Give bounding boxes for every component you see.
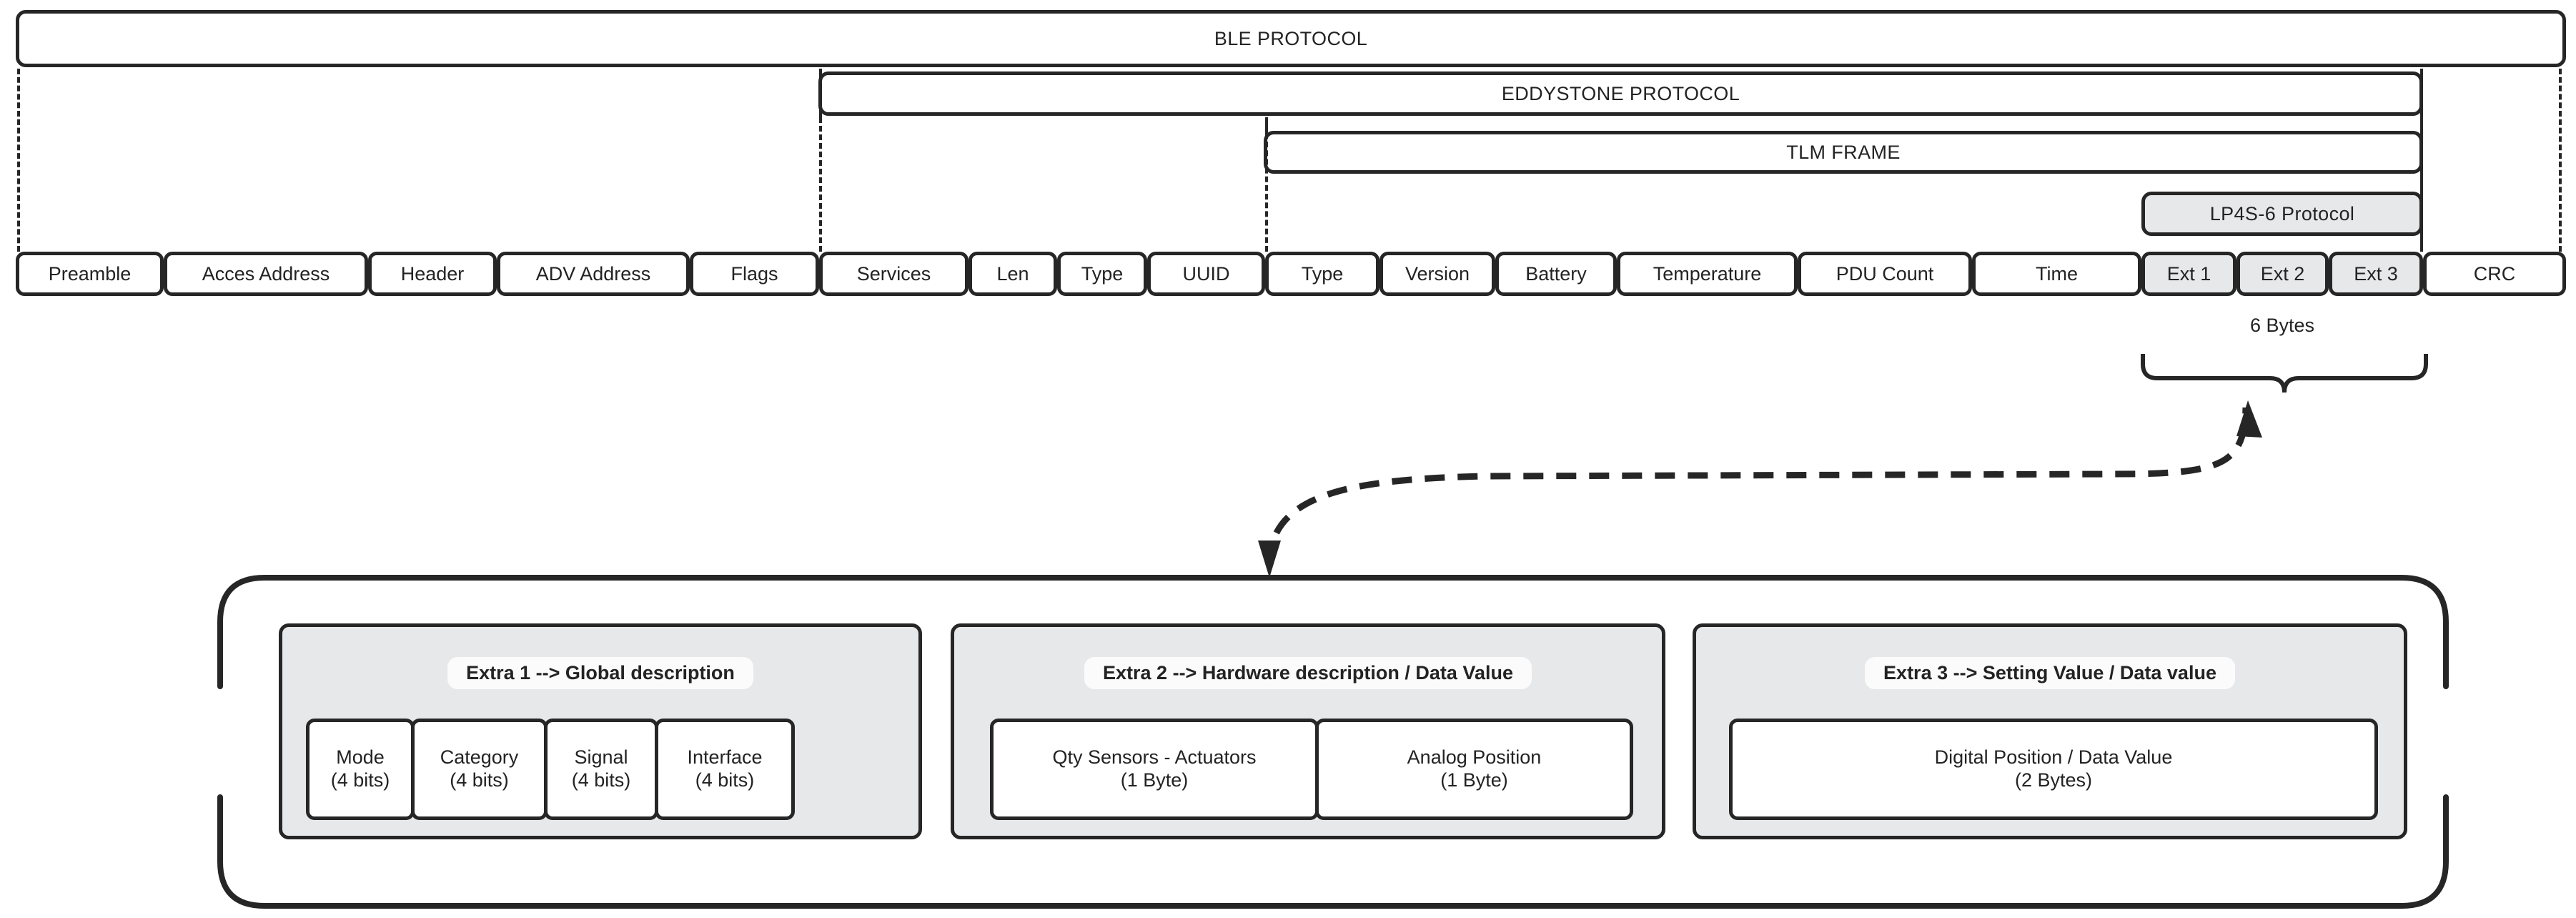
guide-services-edge bbox=[819, 117, 822, 252]
field-size: (4 bits) bbox=[695, 769, 755, 791]
field-name: Category bbox=[440, 746, 519, 769]
frame-field-ext-2: Ext 2 bbox=[2236, 252, 2329, 296]
frame-field-adv-address: ADV Address bbox=[497, 252, 690, 296]
size-annotation-label: 6 Bytes bbox=[2249, 315, 2315, 336]
frame-field-header: Header bbox=[368, 252, 497, 296]
field-name: Digital Position / Data Value bbox=[1934, 746, 2173, 769]
frame-field-ext-1: Ext 1 bbox=[2141, 252, 2236, 296]
field-name: Interface bbox=[687, 746, 763, 769]
extras-outer-bracket bbox=[217, 575, 2449, 909]
dashed-connector-arrow bbox=[1258, 400, 2262, 578]
guide-tlm-left-dashed bbox=[1265, 133, 1268, 252]
extra-2-field-analog-position: Analog Position (1 Byte) bbox=[1315, 719, 1633, 820]
protocol-bar-lp4s6: LP4S-6 Protocol bbox=[2141, 192, 2423, 236]
frame-field-version: Version bbox=[1379, 252, 1495, 296]
guide-tlm-left bbox=[1265, 117, 1268, 133]
guide-eddystone-left bbox=[819, 69, 822, 117]
extra-box-1: Extra 1 --> Global description Mode (4 b… bbox=[279, 623, 922, 839]
extra-1-title: Extra 1 --> Global description bbox=[447, 657, 753, 689]
frame-field-crc: CRC bbox=[2423, 252, 2566, 296]
field-size: (4 bits) bbox=[330, 769, 390, 791]
frame-field-pdu-count: PDU Count bbox=[1798, 252, 1972, 296]
frame-field-preamble: Preamble bbox=[16, 252, 164, 296]
frame-field-type-tlm: Type bbox=[1265, 252, 1379, 296]
frame-field-flags: Flags bbox=[690, 252, 819, 296]
protocol-bar-ble: BLE PROTOCOL bbox=[16, 10, 2566, 67]
frame-field-ext-3: Ext 3 bbox=[2329, 252, 2423, 296]
frame-field-temperature: Temperature bbox=[1617, 252, 1798, 296]
field-size: (1 Byte) bbox=[1440, 769, 1508, 791]
extra-1-field-category: Category (4 bits) bbox=[411, 719, 548, 820]
extra-2-fields: Qty Sensors - Actuators (1 Byte) Analog … bbox=[990, 719, 1633, 820]
brace-6-bytes bbox=[2141, 354, 2428, 393]
frame-field-type-eddystone: Type bbox=[1057, 252, 1147, 296]
protocol-bar-tlm-frame: TLM FRAME bbox=[1264, 131, 2423, 174]
protocol-bar-eddystone: EDDYSTONE PROTOCOL bbox=[818, 71, 2423, 116]
extra-3-field-digital-position-data-value: Digital Position / Data Value (2 Bytes) bbox=[1729, 719, 2378, 820]
extra-1-field-interface: Interface (4 bits) bbox=[655, 719, 795, 820]
field-size: (1 Byte) bbox=[1120, 769, 1189, 791]
guide-eddystone-right bbox=[2420, 69, 2423, 252]
frame-field-acces-address: Acces Address bbox=[164, 252, 368, 296]
extra-box-2: Extra 2 --> Hardware description / Data … bbox=[951, 623, 1665, 839]
frame-field-len: Len bbox=[969, 252, 1057, 296]
frame-field-time: Time bbox=[1972, 252, 2141, 296]
field-name: Qty Sensors - Actuators bbox=[1052, 746, 1257, 769]
field-name: Signal bbox=[574, 746, 628, 769]
extra-3-fields: Digital Position / Data Value (2 Bytes) bbox=[1729, 719, 2378, 820]
extra-1-fields: Mode (4 bits) Category (4 bits) Signal (… bbox=[306, 719, 902, 820]
field-size: (2 Bytes) bbox=[2014, 769, 2093, 791]
field-size: (4 bits) bbox=[450, 769, 509, 791]
extra-3-title: Extra 3 --> Setting Value / Data value bbox=[1865, 657, 2235, 689]
extra-2-title: Extra 2 --> Hardware description / Data … bbox=[1084, 657, 1532, 689]
frame-field-uuid: UUID bbox=[1147, 252, 1265, 296]
field-name: Analog Position bbox=[1407, 746, 1542, 769]
field-name: Mode bbox=[336, 746, 385, 769]
extra-1-field-mode: Mode (4 bits) bbox=[306, 719, 415, 820]
field-size: (4 bits) bbox=[571, 769, 631, 791]
guide-left-edge bbox=[17, 69, 20, 252]
extra-1-field-signal: Signal (4 bits) bbox=[544, 719, 658, 820]
extra-box-3: Extra 3 --> Setting Value / Data value D… bbox=[1693, 623, 2407, 839]
guide-right-edge bbox=[2559, 69, 2562, 252]
frame-field-battery: Battery bbox=[1495, 252, 1617, 296]
frame-field-services: Services bbox=[819, 252, 969, 296]
extra-2-field-qty-sensors-actuators: Qty Sensors - Actuators (1 Byte) bbox=[990, 719, 1319, 820]
